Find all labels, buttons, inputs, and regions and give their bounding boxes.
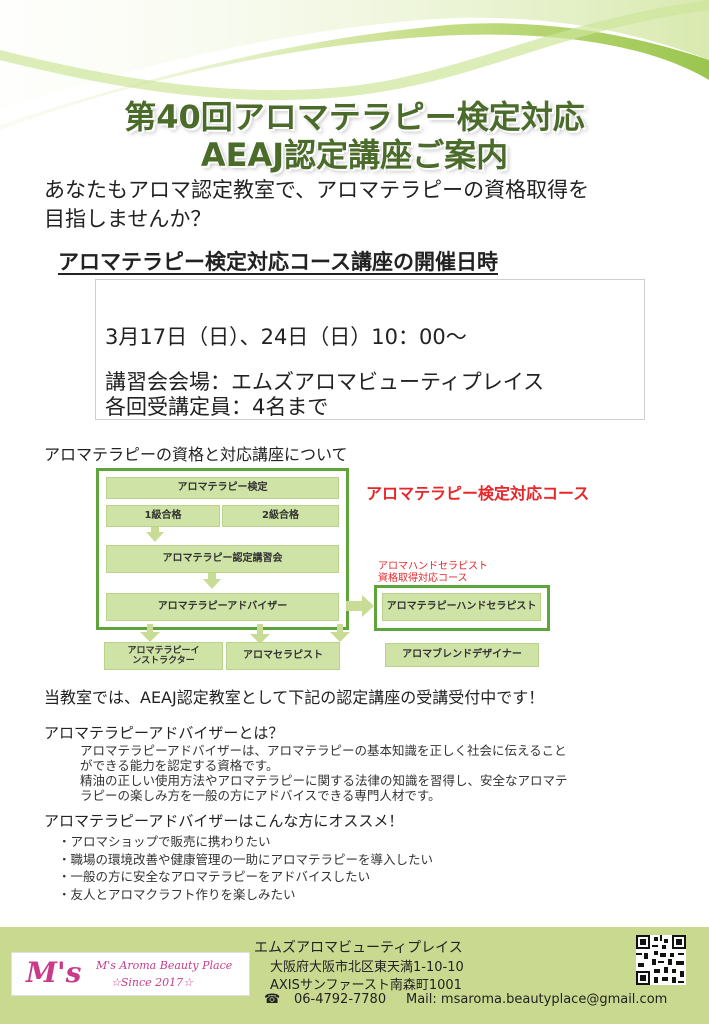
course-title-red: アロマテラピー検定対応コース [366, 484, 590, 503]
hand-course-note-line-2: 資格取得対応コース [378, 573, 468, 584]
schedule-capacity: 各回受講定員：4名まで [105, 395, 329, 419]
recommend-item-2: ・職場の環境改善や健康管理の一助にアロマテラピーを導入したい [58, 852, 434, 867]
diagram-instructor: アロマテラピーインストラクター [104, 642, 223, 670]
enrollment-notice: 当教室では、AEAJ認定教室として下記の認定講座の受講受付中です！ [44, 688, 545, 707]
arrow-branch-icon [140, 624, 350, 644]
footer-phone[interactable]: 06-4792-7780 [294, 992, 387, 1007]
schedule-venue: 講習会会場：エムズアロマビューティプレイス [105, 370, 545, 394]
diagram-instructor-label: アロマテラピーインストラクター [127, 646, 200, 666]
adviser-p1a: アロマテラピーアドバイザーは、アロマテラピーの基本知識を正しく社会に伝えること [80, 743, 567, 758]
footer-address-2: AXISサンファースト南森町1001 [270, 978, 462, 993]
hand-course-note: アロマハンドセラピスト 資格取得対応コース [378, 561, 488, 585]
footer-mail[interactable]: Mail: msaroma.beautyplace@gmail.com [406, 992, 668, 1007]
intro-text: あなたもアロマ認定教室で、アロマテラピーの資格取得を 目指しませんか？ [44, 176, 684, 234]
diagram-kentei: アロマテラピー検定 [106, 477, 339, 499]
arrow-stem-1 [151, 527, 159, 533]
adviser-p2b: ラピーの楽しみ方を一般の方にアドバイスできる専門人材です。 [80, 788, 441, 803]
adviser-heading: アロマテラピーアドバイザーとは？ [44, 724, 284, 742]
intro-line-2: 目指しませんか？ [44, 207, 212, 231]
course-heading: アロマテラピー検定対応コース講座の開催日時 [58, 250, 498, 274]
footer-shop-name: エムズアロマビューティプレイス [254, 940, 463, 956]
footer-address-1: 大阪府大阪市北区東天満1-10-10 [270, 960, 464, 975]
adviser-description: アロマテラピーアドバイザーは、アロマテラピーの基本知識を正しく社会に伝えること … [80, 743, 650, 803]
title-line-2: AEAJ認定講座ご案内 [200, 136, 509, 174]
adviser-p2a: 精油の正しい使用方法やアロマテラピーに関する法律の知識を習得し、安全なアロマテ [80, 773, 568, 788]
diagram-level1: 1級合格 [106, 505, 220, 527]
arrow-stem-2 [208, 573, 216, 580]
diagram-adviser: アロマテラピーアドバイザー [106, 593, 339, 621]
course-frame [96, 468, 349, 630]
schedule-box [95, 279, 645, 420]
title-line-1: 第40回アロマテラピー検定対応 [124, 98, 585, 136]
diagram-therapist: アロマセラピスト [226, 642, 340, 670]
adviser-p1b: ができる能力を認定する資格です。 [80, 758, 279, 773]
recommend-heading: アロマテラピーアドバイザーはこんな方にオススメ！ [44, 812, 404, 830]
green-swoosh-decoration [0, 0, 709, 131]
logo [11, 952, 250, 996]
hand-course-frame [374, 585, 550, 631]
qualification-section-heading: アロマテラピーの資格と対応講座について [44, 445, 348, 464]
qr-code-icon[interactable] [636, 935, 686, 985]
diagram-blend: アロマブレンドデザイナー [385, 643, 539, 667]
logo-mark: M's [26, 956, 82, 989]
arrow-down-1-icon [146, 532, 164, 542]
arrow-right-icon [346, 595, 374, 617]
diagram-level2: 2級合格 [222, 505, 339, 527]
logo-name: M's Aroma Beauty Place [96, 959, 233, 972]
schedule-date: 3月17日（日）、24日（日）10：00～ [105, 325, 467, 349]
logo-since: ☆Since 2017☆ [111, 976, 194, 989]
hand-course-note-line-1: アロマハンドセラピスト [378, 561, 488, 572]
diagram-hand-therapist: アロマテラピーハンドセラピスト [382, 593, 541, 621]
intro-line-1: あなたもアロマ認定教室で、アロマテラピーの資格取得を [44, 178, 590, 202]
recommend-item-3: ・一般の方に安全なアロマテラピーをアドバイスしたい [58, 869, 371, 884]
phone-icon: ☎ [264, 992, 281, 1007]
recommend-item-1: ・アロマショップで販売に携わりたい [58, 834, 271, 849]
arrow-down-2-icon [203, 579, 221, 589]
diagram-koushukai: アロマテラピー認定講習会 [106, 545, 339, 573]
recommend-item-4: ・友人とアロマクラフト作りを楽しみたい [58, 887, 296, 902]
